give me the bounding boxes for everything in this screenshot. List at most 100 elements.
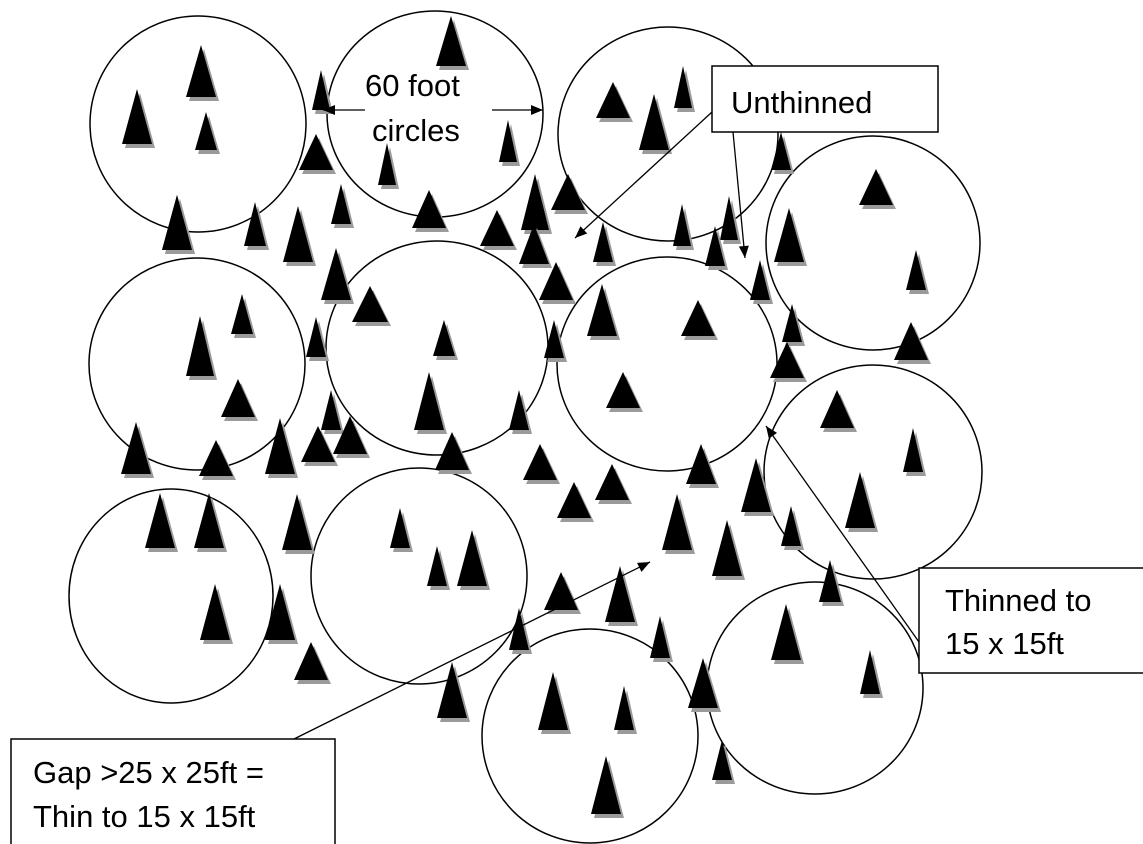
tree-icon: [412, 190, 449, 232]
tree-icon: [390, 508, 413, 552]
tree-icon: [538, 672, 571, 734]
tree-icon: [437, 662, 470, 722]
tree-crown: [686, 444, 716, 484]
thinned-callout: Thinned to 15 x 15ft: [918, 567, 1143, 674]
arrow-icon: [575, 226, 588, 238]
arrow-icon: [766, 426, 778, 439]
tree-icon: [244, 202, 269, 250]
tree-icon: [605, 566, 638, 626]
tree-icon: [509, 608, 532, 654]
tree-icon: [523, 444, 560, 484]
tree-crown: [294, 642, 328, 680]
tree-icon: [200, 584, 233, 644]
circle-label-line1: 60 foot: [365, 68, 460, 103]
tree-crown: [306, 317, 326, 357]
tree-crown: [544, 572, 578, 610]
tree-icon: [312, 70, 333, 114]
unthinned-arrow-right: [732, 131, 749, 259]
tree-crown: [591, 756, 621, 814]
tree-crown: [551, 174, 585, 210]
tree-icon: [414, 372, 447, 434]
tree-crown: [587, 284, 617, 336]
gap-arrow: [293, 561, 651, 740]
tree-crown: [509, 608, 529, 650]
tree-icon: [436, 16, 469, 70]
tree-icon: [551, 174, 588, 214]
tree-crown: [639, 94, 669, 150]
tree-icon: [231, 294, 256, 338]
tree-icon: [294, 642, 331, 684]
tree-icon: [521, 174, 552, 234]
tree-crown: [770, 342, 804, 378]
tree-icon: [712, 520, 745, 580]
tree-icon: [121, 422, 154, 478]
thinned-arrow: [765, 425, 920, 643]
tree-crown: [593, 222, 613, 262]
plot-circle: [89, 15, 307, 233]
tree-icon: [859, 169, 896, 209]
tree-crown: [906, 250, 926, 290]
tree-crown: [720, 196, 738, 240]
tree-icon: [221, 379, 258, 421]
tree-icon: [557, 482, 594, 522]
arrow-icon: [323, 105, 335, 115]
tree-icon: [265, 584, 298, 644]
tree-crown: [283, 206, 313, 262]
circle-width-arrow-right: [492, 105, 543, 115]
tree-crown: [265, 418, 295, 474]
tree-icon: [860, 650, 883, 698]
gap-box: [10, 738, 336, 844]
tree-crown: [414, 372, 444, 430]
tree-crown: [750, 260, 770, 300]
unthinned-arrow-left: [574, 111, 713, 239]
tree-crown: [435, 432, 469, 470]
tree-crown: [195, 112, 217, 150]
tree-icon: [587, 284, 620, 340]
tree-icon: [903, 428, 926, 476]
tree-icon: [782, 304, 805, 346]
tree-crown: [121, 422, 151, 474]
tree-crown: [605, 566, 635, 622]
circle-width-arrow-left: [323, 105, 365, 115]
tree-crown: [145, 493, 175, 548]
tree-crown: [433, 320, 455, 356]
tree-icon: [321, 390, 344, 434]
tree-icon: [519, 224, 552, 268]
tree-icon: [750, 260, 773, 304]
unthinned-box: [711, 65, 939, 133]
tree-icon: [770, 342, 807, 382]
tree-crown: [681, 300, 715, 336]
tree-icon: [614, 686, 637, 734]
tree-icon: [819, 560, 844, 606]
tree-crown: [265, 584, 295, 640]
arrow-line: [574, 111, 713, 239]
tree-crown: [299, 134, 333, 170]
tree-icon: [435, 432, 472, 474]
tree-crown: [244, 202, 266, 246]
plot-circle: [706, 581, 924, 795]
tree-crown: [771, 604, 801, 660]
tree-crown: [819, 560, 841, 602]
tree-crown: [673, 204, 691, 246]
tree-crown: [333, 416, 367, 454]
tree-icon: [845, 472, 878, 532]
thinned-box: [918, 567, 1143, 674]
tree-crown: [860, 650, 880, 694]
tree-crown: [544, 320, 564, 358]
tree-icon: [650, 616, 673, 662]
tree-crown: [437, 662, 467, 718]
tree-icon: [122, 89, 155, 148]
tree-icon: [199, 440, 236, 480]
tree-crown: [595, 464, 629, 500]
tree-icon: [194, 493, 227, 552]
tree-icon: [712, 740, 735, 784]
tree-icon: [331, 184, 354, 228]
tree-icon: [705, 226, 728, 270]
tree-icon: [457, 530, 490, 590]
tree-crown: [480, 210, 514, 246]
tree-crown: [688, 658, 718, 708]
plot-circle: [763, 364, 983, 580]
tree-crown: [412, 190, 446, 228]
gap-callout: Gap >25 x 25ft = Thin to 15 x 15ft: [10, 738, 336, 844]
